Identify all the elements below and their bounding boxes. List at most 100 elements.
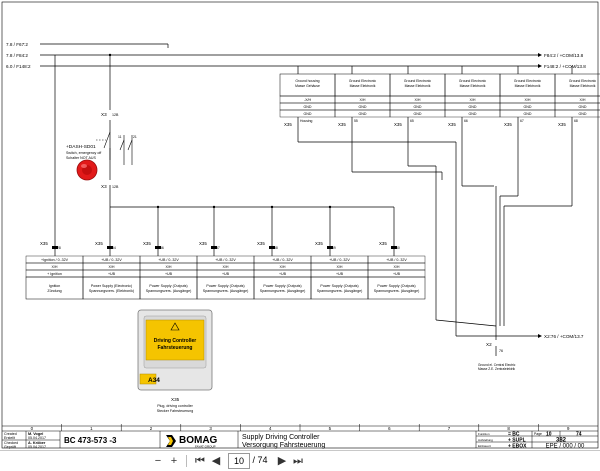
power-conn-label: X35 bbox=[95, 241, 103, 246]
ground-table-cell-text: GND bbox=[304, 112, 312, 116]
power-pin-marker bbox=[269, 246, 275, 249]
power-table-cell-text: +UB bbox=[108, 272, 116, 276]
page-current: 10 bbox=[546, 432, 552, 438]
meta-label-location: Aufstellung bbox=[478, 438, 493, 442]
power-label-cell bbox=[139, 276, 198, 300]
estop-caption-en: Switch, emergency off bbox=[66, 151, 101, 155]
estop-caption-de: Schalter NOT AUS bbox=[66, 156, 96, 160]
power-table-cell-text: X/H bbox=[52, 265, 58, 269]
meta-value-function: = BC bbox=[508, 432, 520, 438]
ground-table-header-en: Ground Electronic bbox=[514, 79, 541, 83]
grid-number: 2 bbox=[150, 426, 153, 431]
power-table-cell-text: X/H bbox=[166, 265, 172, 269]
supply-label-f84: 7.8 / F84:2 bbox=[6, 53, 28, 58]
power-pin-label: 59 bbox=[332, 246, 336, 250]
power-label-cell bbox=[367, 276, 426, 300]
ground-pin-label: 55 bbox=[354, 119, 358, 123]
sheet-title-de: Versorgung Fahrsteuerung bbox=[242, 442, 325, 449]
next-page-button[interactable]: ▶ bbox=[277, 455, 287, 467]
estop-conn-top: X3 bbox=[101, 112, 107, 117]
ground-table-cell bbox=[554, 95, 600, 104]
power-table-cell-text: +UB bbox=[222, 272, 230, 276]
power-table-cell-text: +UB bbox=[279, 272, 287, 276]
power-rail-nodes bbox=[108, 53, 332, 209]
power-table-cell-text: X/H bbox=[223, 265, 229, 269]
ground-pin-label: 66 bbox=[464, 119, 468, 123]
supply-label-right-f148: F148:2 / +COM/13.8 bbox=[544, 64, 586, 69]
ground-table-header-en: Ground Electronic bbox=[569, 79, 596, 83]
x2-line-label: X2:76 / +COM/13.7 bbox=[544, 334, 584, 339]
power-table-cell-text: +UB bbox=[336, 272, 344, 276]
grid-number: 5 bbox=[329, 426, 332, 431]
power-table-cell-text: X/H bbox=[394, 265, 400, 269]
controller-caption-de: Stecker Fahrsteuerung bbox=[157, 409, 194, 413]
estop-pin-top: 12B bbox=[112, 113, 119, 117]
meta-value-mount: + EBOX bbox=[508, 444, 527, 450]
controller-tag: A34 bbox=[148, 377, 160, 384]
power-table-cell-text: +UB bbox=[393, 272, 401, 276]
ground-table-header-de: Masse Elektronik bbox=[350, 84, 376, 88]
power-label-de: Spannungsvers. (Ausgänge) bbox=[374, 289, 420, 293]
power-label-cell bbox=[310, 276, 369, 300]
supply-label-right-f84: F84:2 / +COM/13.8 bbox=[544, 53, 584, 58]
ground-table-cell-text: GND bbox=[359, 112, 367, 116]
ground-table-cell-text: -X/H bbox=[304, 98, 312, 102]
estop-conn-bottom: X3 bbox=[101, 184, 107, 189]
created-label-de: Erstellt bbox=[4, 436, 15, 440]
ground-conn-label: X35 bbox=[284, 122, 292, 127]
power-label-de: Zündung bbox=[47, 289, 61, 293]
ground-table-cell-text: GND bbox=[359, 105, 367, 109]
controller-title-de: Fahrsteuerung bbox=[157, 345, 192, 351]
page-number-input[interactable]: 10 bbox=[228, 453, 250, 469]
power-label-en: Power Supply (Outputs) bbox=[149, 284, 187, 288]
ground-table-header-de: Masse Gehäuse bbox=[295, 84, 320, 88]
first-page-button[interactable]: ⏮ bbox=[195, 455, 205, 467]
ground-conn-label: X35 bbox=[338, 122, 346, 127]
power-table-cell-text: X/H bbox=[109, 265, 115, 269]
grid-number: 6 bbox=[388, 426, 391, 431]
power-table-cell-text: + Ignition bbox=[47, 272, 62, 276]
ground-pin-label: 67 bbox=[520, 119, 524, 123]
ground-pin-label: 65 bbox=[410, 119, 414, 123]
viewer-toolbar: − + ⏮ ◀ 10 / 74 ▶ ⏭ bbox=[0, 450, 600, 471]
power-label-cell bbox=[82, 276, 141, 300]
power-label-cell bbox=[25, 276, 84, 300]
power-table-cell-text: +UB / 0..32V bbox=[272, 258, 293, 262]
ground-table-cell-text: GND bbox=[414, 105, 422, 109]
power-pin-marker bbox=[391, 246, 397, 249]
power-conn-label: X35 bbox=[315, 241, 323, 246]
grid-number: 9 bbox=[567, 426, 570, 431]
brand-name: BOMAG bbox=[179, 435, 218, 446]
ground-pin-label: Housing bbox=[300, 119, 313, 123]
ground-table-cell-text: GND bbox=[469, 105, 477, 109]
page-total-label: / 74 bbox=[250, 453, 270, 467]
prev-page-button[interactable]: ◀ bbox=[211, 455, 221, 467]
power-pin-label: 56 bbox=[160, 246, 164, 250]
ground-table-header-de: Masse Elektronik bbox=[405, 84, 431, 88]
ground-table-header-de: Masse Elektronik bbox=[515, 84, 541, 88]
emergency-stop-button bbox=[76, 159, 98, 181]
power-rail bbox=[54, 55, 395, 246]
checked-date: 05.04.2017 bbox=[28, 445, 46, 449]
brand-sub: FAYAT GROUP bbox=[195, 445, 216, 449]
power-table-cell-text: X/H bbox=[280, 265, 286, 269]
supply-label-f67: 7.8 / F67:2 bbox=[6, 42, 28, 47]
ground-table-cell-text: GND bbox=[524, 112, 532, 116]
ground-table-header-en: Ground Electronic bbox=[349, 79, 376, 83]
power-label-cell bbox=[253, 276, 312, 300]
meta-label-mount: Einbauort bbox=[478, 444, 491, 448]
zoom-out-button[interactable]: − bbox=[154, 455, 162, 467]
last-page-button[interactable]: ⏭ bbox=[293, 455, 303, 467]
ground-table-cell-text: X/H bbox=[525, 98, 531, 102]
ground-table-cell-text: X/H bbox=[470, 98, 476, 102]
ground-table-header-en: Ground Electronic bbox=[459, 79, 486, 83]
ground-table-cell-text: GND bbox=[304, 105, 312, 109]
power-pin-label: 28 bbox=[57, 246, 61, 250]
ground-table-header-en: Ground Electronic bbox=[404, 79, 431, 83]
ground-table-cell-text: GND bbox=[579, 112, 587, 116]
zoom-in-button[interactable]: + bbox=[170, 455, 178, 467]
power-label-en: Power Supply (Outputs) bbox=[206, 284, 244, 288]
ground-table-cell bbox=[554, 102, 600, 111]
x2-pin-label: 76 bbox=[499, 349, 503, 353]
